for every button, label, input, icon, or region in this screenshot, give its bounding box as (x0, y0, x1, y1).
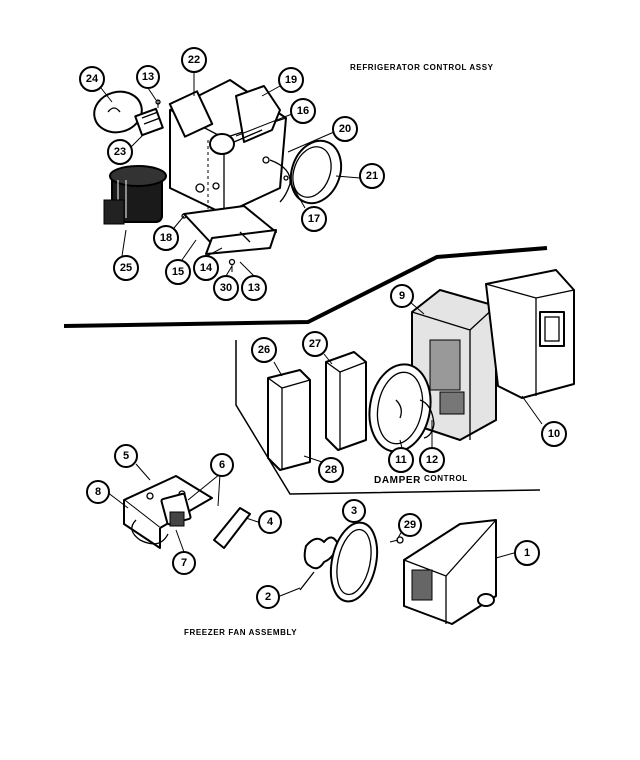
callout-18: 18 (153, 225, 179, 251)
svg-text:3: 3 (351, 505, 357, 517)
fan-motor (103, 165, 167, 225)
svg-text:19: 19 (285, 74, 297, 86)
damper-mount-clip (419, 399, 435, 439)
svg-text:14: 14 (200, 262, 213, 274)
svg-text:20: 20 (339, 123, 351, 135)
callout-30: 30 (213, 275, 239, 301)
callout-22: 22 (181, 47, 207, 73)
callout-21: 21 (359, 163, 385, 189)
callout-7: 7 (172, 551, 196, 575)
callout-11: 11 (388, 447, 414, 473)
svg-text:2: 2 (265, 591, 271, 603)
callout-16: 16 (290, 98, 316, 124)
callout-3: 3 (342, 499, 366, 523)
control-knob-cover (289, 139, 343, 205)
callout-29: 29 (398, 513, 422, 537)
svg-text:8: 8 (95, 486, 101, 498)
damper-cover (485, 269, 575, 399)
callout-15: 15 (165, 259, 191, 285)
damper-seal-27 (325, 351, 367, 451)
damper-control-title: CONTROL (424, 474, 468, 483)
section-divider (63, 246, 548, 328)
svg-text:22: 22 (188, 54, 200, 66)
svg-text:1: 1 (524, 547, 530, 559)
svg-text:9: 9 (399, 290, 405, 302)
damper-seal-26 (267, 369, 311, 471)
callout-28: 28 (318, 457, 344, 483)
callout-27: 27 (302, 331, 328, 357)
callout-6: 6 (210, 453, 234, 477)
callout-14: 14 (193, 255, 219, 281)
svg-text:4: 4 (267, 516, 274, 528)
freezer-fan-title: FREEZER FAN ASSEMBLY (184, 628, 297, 637)
callout-13-lower: 13 (241, 275, 267, 301)
svg-text:18: 18 (160, 232, 172, 244)
svg-text:13: 13 (248, 282, 260, 294)
svg-text:6: 6 (219, 459, 225, 471)
damper-section-border (235, 340, 541, 495)
callout-8: 8 (86, 480, 110, 504)
svg-text:24: 24 (86, 73, 99, 85)
callout-13: 13 (136, 65, 160, 89)
callout-23: 23 (107, 139, 133, 165)
fan-screw (389, 536, 404, 544)
callout-5: 5 (114, 444, 138, 468)
fan-switch (131, 492, 192, 545)
svg-text:7: 7 (181, 557, 187, 569)
thermostat-control (209, 85, 281, 155)
callout-1: 1 (514, 540, 540, 566)
svg-text:11: 11 (395, 454, 407, 466)
svg-text:27: 27 (309, 338, 321, 350)
svg-text:21: 21 (366, 170, 378, 182)
callout-10: 10 (541, 421, 567, 447)
svg-text:30: 30 (220, 282, 232, 294)
callout-19: 19 (278, 67, 304, 93)
svg-text:5: 5 (123, 450, 129, 462)
svg-text:12: 12 (426, 454, 438, 466)
svg-text:16: 16 (297, 105, 309, 117)
callout-17: 17 (301, 206, 327, 232)
screws-fasteners (155, 99, 289, 272)
svg-text:15: 15 (172, 266, 184, 278)
callout-9: 9 (390, 284, 414, 308)
callout-2: 2 (256, 585, 280, 609)
light-bulb (93, 90, 164, 137)
svg-text:10: 10 (548, 428, 560, 440)
evaporator-fan-housing (403, 519, 497, 625)
svg-text:25: 25 (120, 262, 132, 274)
capillary-tube (269, 159, 291, 203)
callout-25: 25 (113, 255, 139, 281)
damper-title: DAMPER (374, 475, 421, 486)
mounting-plate (183, 205, 277, 255)
fan-shroud-ring (329, 521, 379, 603)
callout-20: 20 (332, 116, 358, 142)
switch-plate (213, 507, 251, 549)
callout-26: 26 (251, 337, 277, 363)
callout-12: 12 (419, 447, 445, 473)
svg-text:26: 26 (258, 344, 270, 356)
svg-text:13: 13 (142, 71, 154, 83)
svg-text:23: 23 (114, 146, 126, 158)
refrigerator-control-title: REFRIGERATOR CONTROL ASSY (350, 63, 494, 72)
svg-text:28: 28 (325, 464, 337, 476)
svg-text:17: 17 (308, 213, 320, 225)
svg-text:29: 29 (404, 519, 416, 531)
callout-24: 24 (79, 66, 105, 92)
callout-4: 4 (258, 510, 282, 534)
